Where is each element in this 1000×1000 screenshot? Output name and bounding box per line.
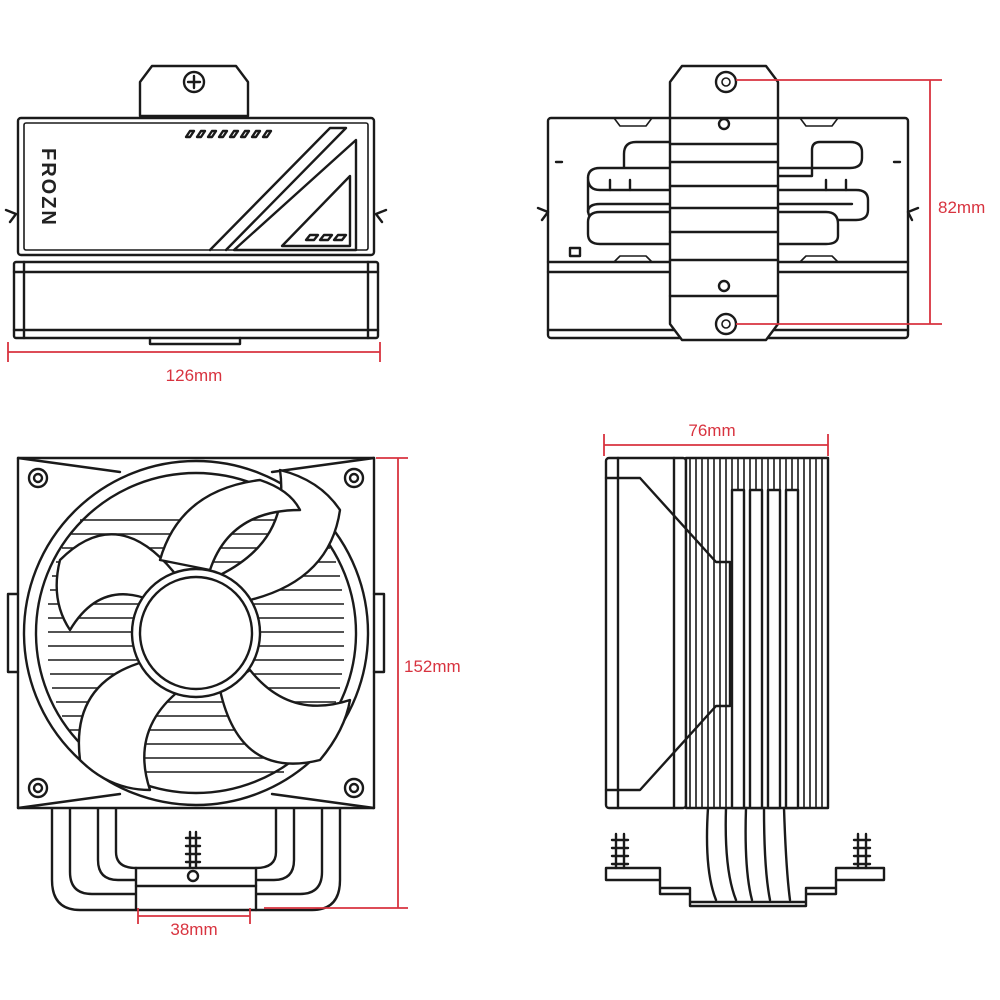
fan-clip-wire [604, 476, 732, 792]
brand-logo: FROZN [37, 148, 59, 227]
dimension-height-82: 82mm [736, 79, 985, 325]
side-profile-view: 76mm [603, 421, 886, 908]
vent-slots [184, 129, 273, 139]
dimension-depth-76: 76mm [603, 421, 829, 456]
fan-clips [4, 208, 388, 224]
dimension-label-38: 38mm [170, 920, 217, 939]
heatpipe-profile [730, 488, 800, 810]
dimension-label-126: 126mm [166, 366, 223, 385]
top-view: FROZN 126mm [4, 64, 388, 385]
dimension-label-76: 76mm [688, 421, 735, 440]
screw-icon [182, 70, 206, 94]
fan-hub [130, 567, 262, 699]
dimension-width-38: 38mm [137, 908, 251, 939]
fan-ring-outer [22, 459, 370, 807]
fan-view: 152mm 38mm [6, 456, 461, 939]
mounting-bar [668, 64, 780, 342]
heatpipes-bottom [50, 806, 342, 912]
dimension-label-152: 152mm [404, 657, 461, 676]
heatsink-block [12, 260, 380, 340]
dimension-height-152: 152mm [264, 457, 461, 909]
corner-screw-icons [27, 467, 365, 799]
mounting-bracket [604, 866, 886, 908]
front-view: 82mm [536, 64, 985, 342]
fan-blades [55, 468, 352, 792]
angled-decoration [208, 126, 358, 252]
dimension-label-82: 82mm [938, 198, 985, 217]
spring-icon [184, 830, 202, 883]
cold-plate [134, 866, 258, 912]
base-plate [148, 336, 242, 346]
heatpipes-under [705, 806, 792, 902]
dimension-width-126: 126mm [7, 342, 381, 385]
fan-shroud [16, 116, 376, 257]
spring-icon [610, 832, 872, 870]
fan-clip-ears [6, 592, 386, 674]
fan-clips [536, 160, 920, 222]
